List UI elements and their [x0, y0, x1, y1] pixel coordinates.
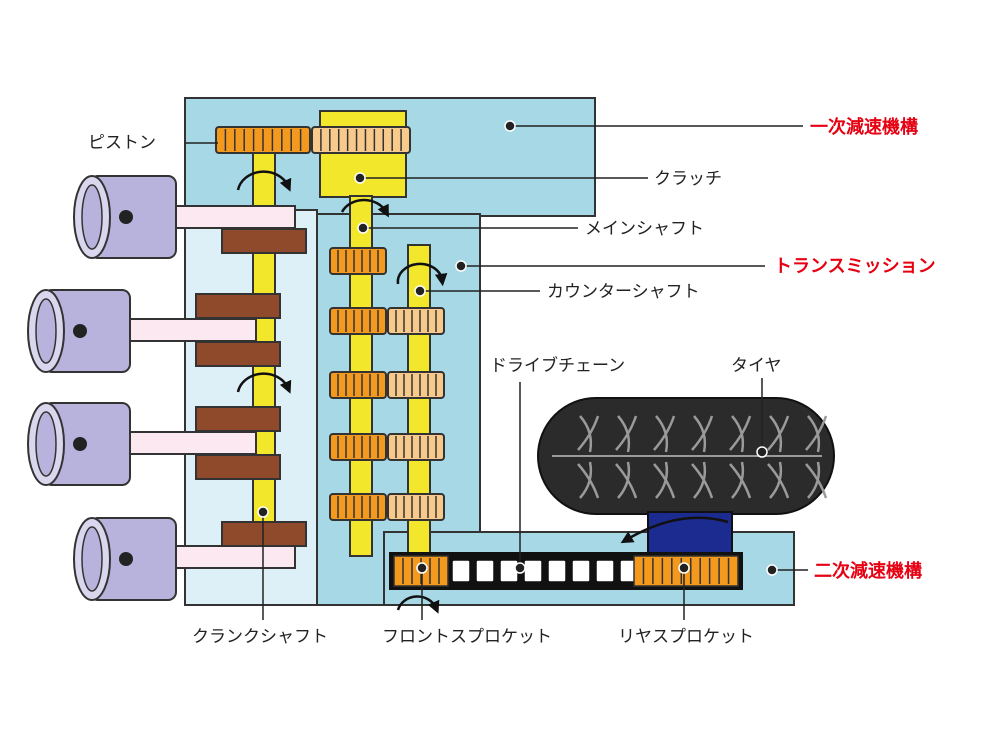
piston-1: [73, 175, 177, 259]
leader-dots: [257, 120, 778, 576]
counter-shaft-gears: [387, 307, 445, 521]
piston-4: [73, 517, 177, 601]
gear: [329, 371, 387, 399]
primary-drive-gear: [215, 126, 311, 154]
primary-reduction-label: 一次減速機構: [810, 116, 918, 138]
rear-sprocket-label: リヤスプロケット: [618, 627, 754, 647]
clutch: [311, 110, 411, 198]
main-shaft-gears: [329, 247, 387, 521]
piston-3: [27, 402, 131, 486]
clutch-label: クラッチ: [654, 169, 722, 189]
transmission-label: トランスミッション: [774, 256, 936, 277]
rotation-arrows: [236, 170, 729, 614]
secondary-reduction-label: 二次減速機構: [814, 560, 922, 582]
gear: [387, 433, 445, 461]
tire: [537, 397, 835, 515]
counter-shaft-label: カウンターシャフト: [547, 282, 700, 302]
gear: [387, 371, 445, 399]
main-shaft-label: メインシャフト: [585, 219, 704, 239]
gear: [329, 247, 387, 275]
gear: [387, 493, 445, 521]
front-sprocket-label: フロントスプロケット: [382, 627, 552, 647]
pistons: [27, 175, 177, 601]
piston-2: [27, 289, 131, 373]
crank-webs: [195, 228, 307, 547]
crankshaft-label: クランクシャフト: [192, 627, 328, 647]
leader-lines: [185, 125, 808, 620]
gear: [387, 307, 445, 335]
gear: [329, 493, 387, 521]
drive-chain-label: ドライブチェーン: [490, 355, 625, 376]
gear: [329, 307, 387, 335]
tire-label: タイヤ: [731, 356, 782, 376]
piston-label: ピストン: [88, 133, 156, 153]
gear: [329, 433, 387, 461]
